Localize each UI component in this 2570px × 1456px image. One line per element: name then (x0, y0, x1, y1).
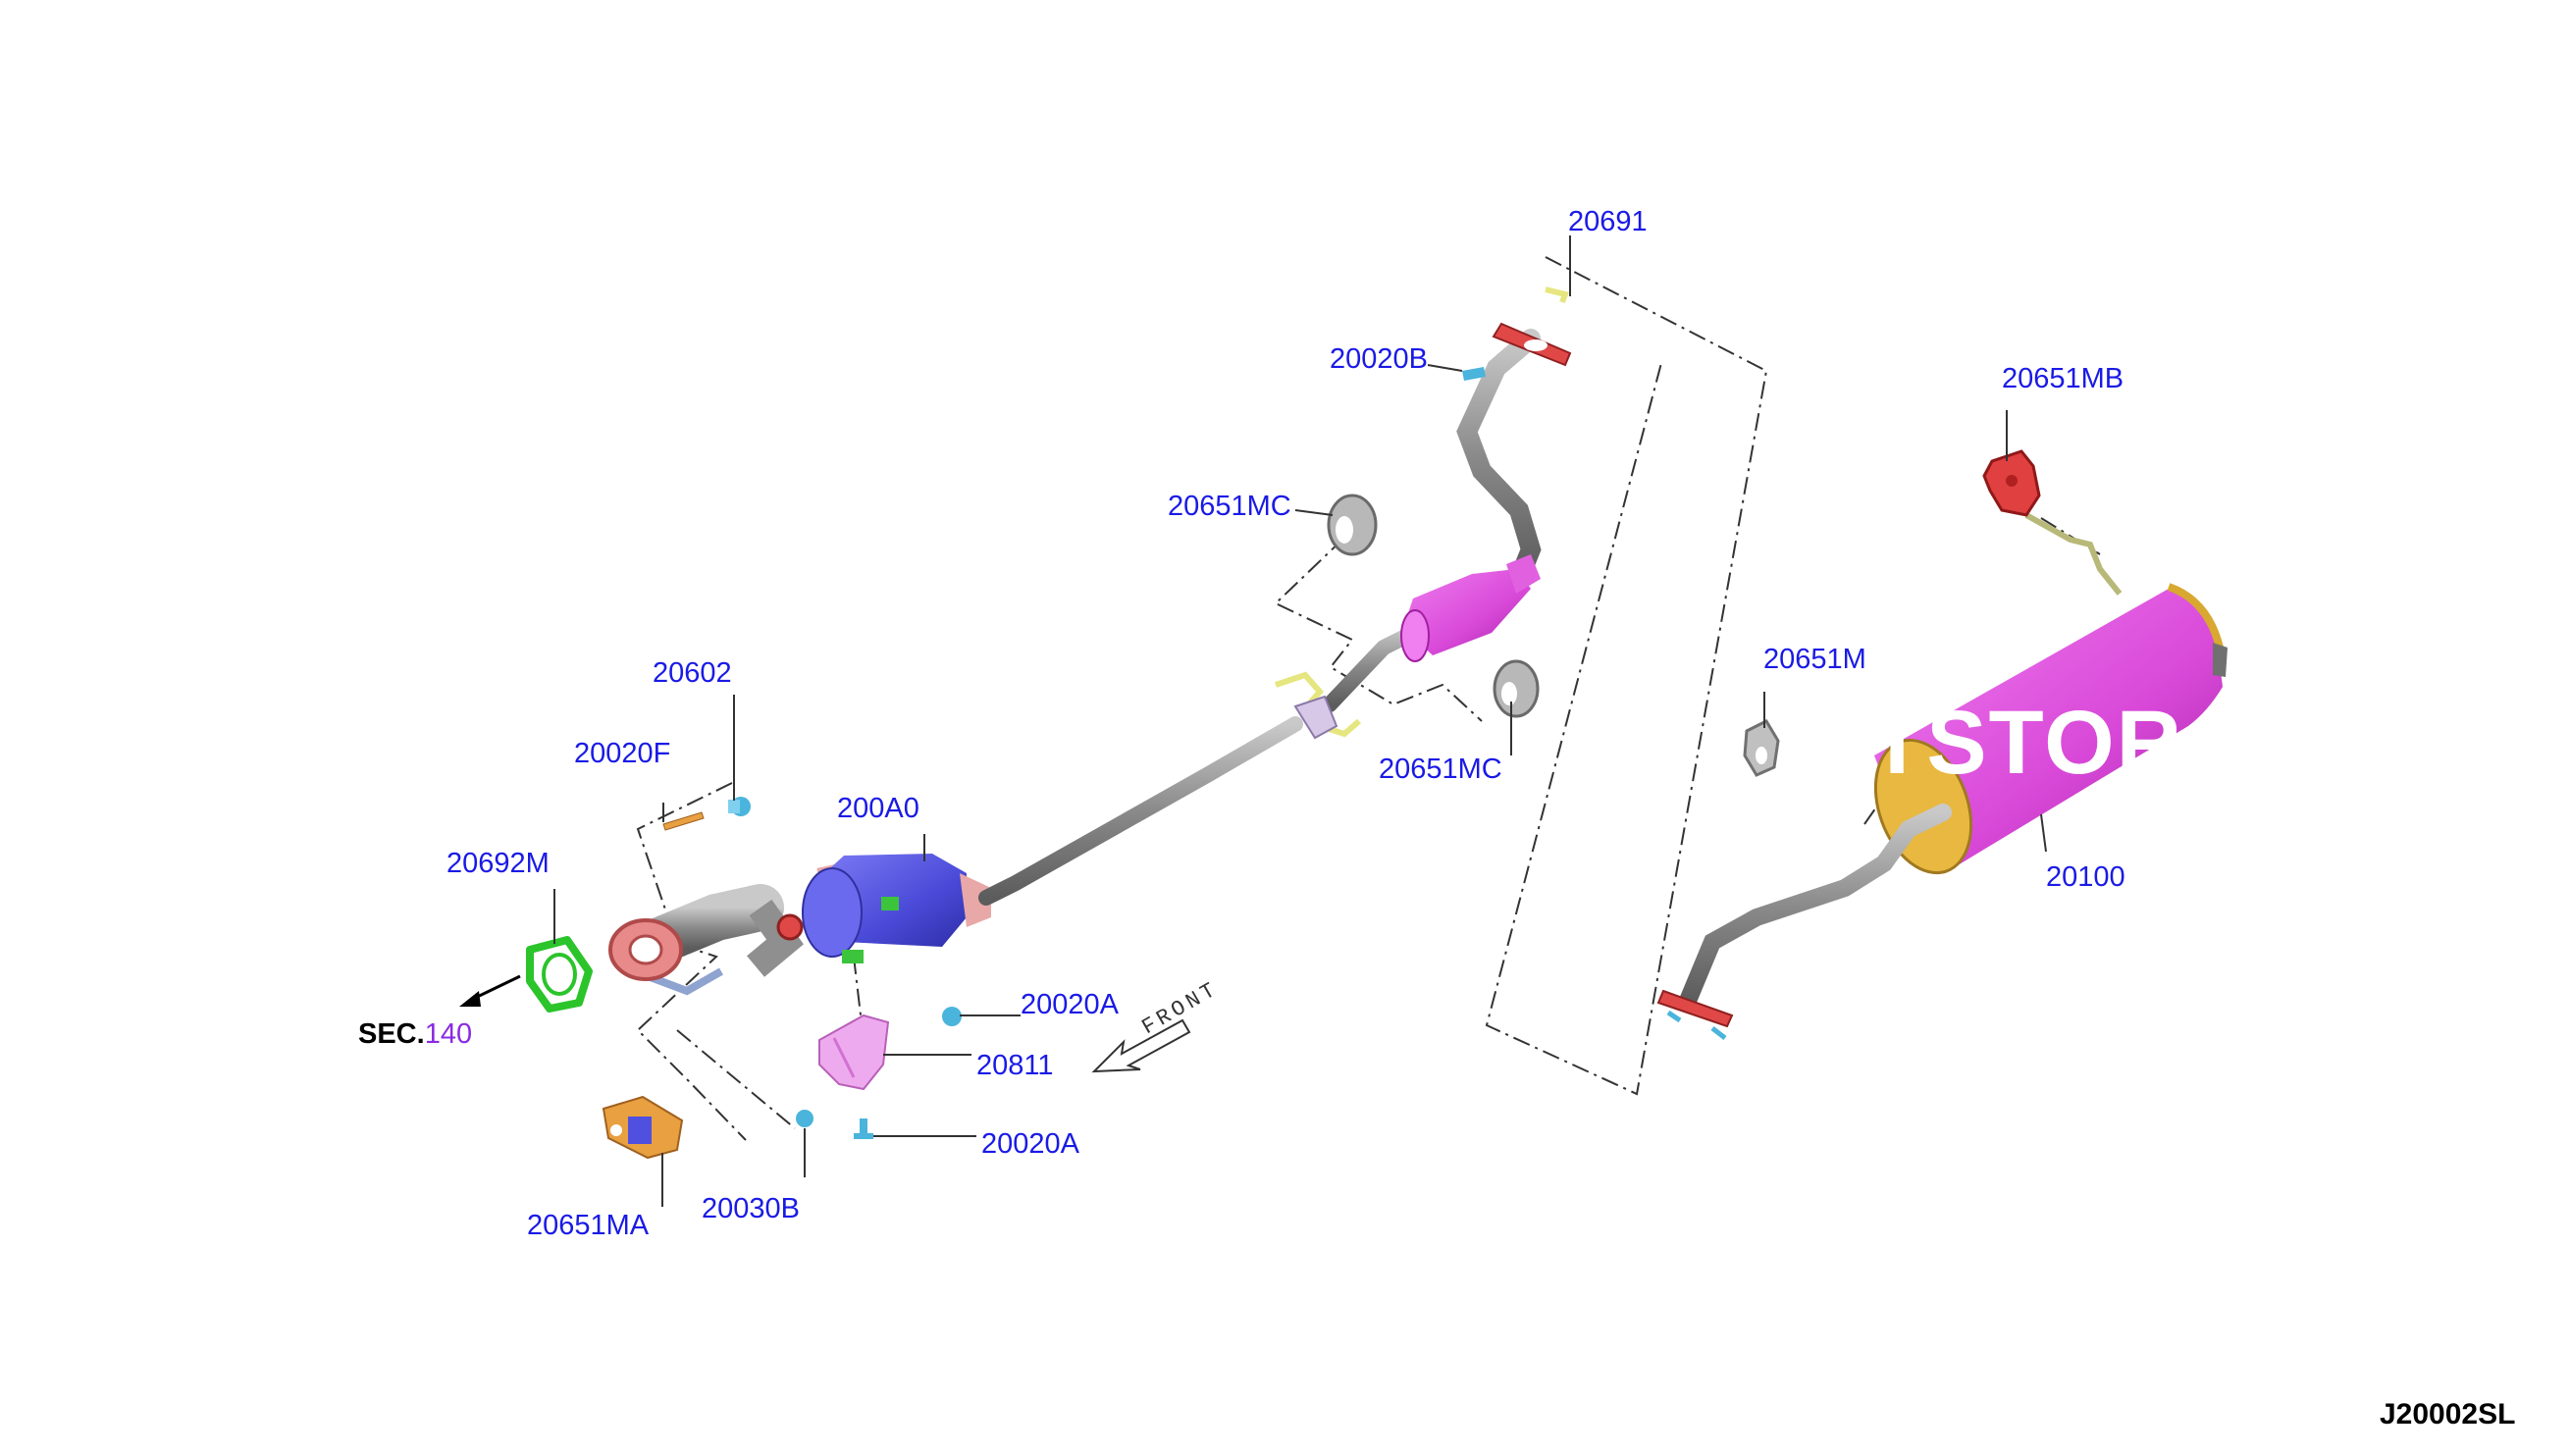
label-200A0[interactable]: 200A0 (837, 793, 919, 824)
label-20651MC-upper[interactable]: 20651MC (1168, 491, 1291, 522)
section-reference[interactable]: SEC.140 (358, 1020, 472, 1049)
bolt-20020A-b (854, 1118, 873, 1139)
section-prefix: SEC. (358, 1018, 425, 1050)
nut-20030B (796, 1110, 813, 1127)
heat-shield-20811 (818, 1014, 890, 1091)
upper-center-pipe (1275, 286, 1572, 740)
hanger-rubber-20651MC-b (1493, 659, 1540, 718)
rear-muffler-20100 (1656, 512, 2228, 1040)
label-leaders (553, 235, 2047, 1207)
label-20811[interactable]: 20811 (976, 1050, 1054, 1081)
label-20020B[interactable]: 20020B (1330, 343, 1428, 375)
front-arrow-icon (1091, 1018, 1191, 1073)
watermark-text: TSTOR (1869, 693, 2184, 793)
label-20691[interactable]: 20691 (1568, 206, 1648, 237)
catalyst-200A0 (802, 854, 991, 963)
label-20651MB[interactable]: 20651MB (2002, 363, 2124, 394)
label-20100[interactable]: 20100 (2046, 861, 2125, 893)
label-20020F[interactable]: 20020F (574, 738, 671, 769)
hanger-20651M (1743, 719, 1780, 777)
label-20651MC-lower[interactable]: 20651MC (1379, 754, 1502, 785)
hanger-rubber-20651MC-a (1327, 494, 1378, 556)
gasket-20692M (526, 936, 593, 1013)
center-pipe (978, 716, 1303, 906)
label-20030B[interactable]: 20030B (702, 1193, 800, 1224)
front-pipe (608, 884, 804, 996)
label-20651MA[interactable]: 20651MA (527, 1210, 650, 1241)
diagram-code: J20002SL (2380, 1398, 2516, 1430)
label-20020A-upper[interactable]: 20020A (1021, 989, 1119, 1020)
bolt-20020F (662, 797, 751, 831)
bolt-20020A-a (942, 1007, 962, 1026)
section-number: 140 (424, 1018, 473, 1050)
label-20692M[interactable]: 20692M (446, 848, 550, 879)
label-20651M[interactable]: 20651M (1763, 644, 1866, 675)
section-arrow (459, 974, 521, 1007)
hanger-20651MB (1982, 449, 2041, 517)
label-20020A-lower[interactable]: 20020A (981, 1128, 1079, 1160)
label-20602[interactable]: 20602 (653, 657, 732, 689)
bracket-20651MA (602, 1095, 684, 1160)
